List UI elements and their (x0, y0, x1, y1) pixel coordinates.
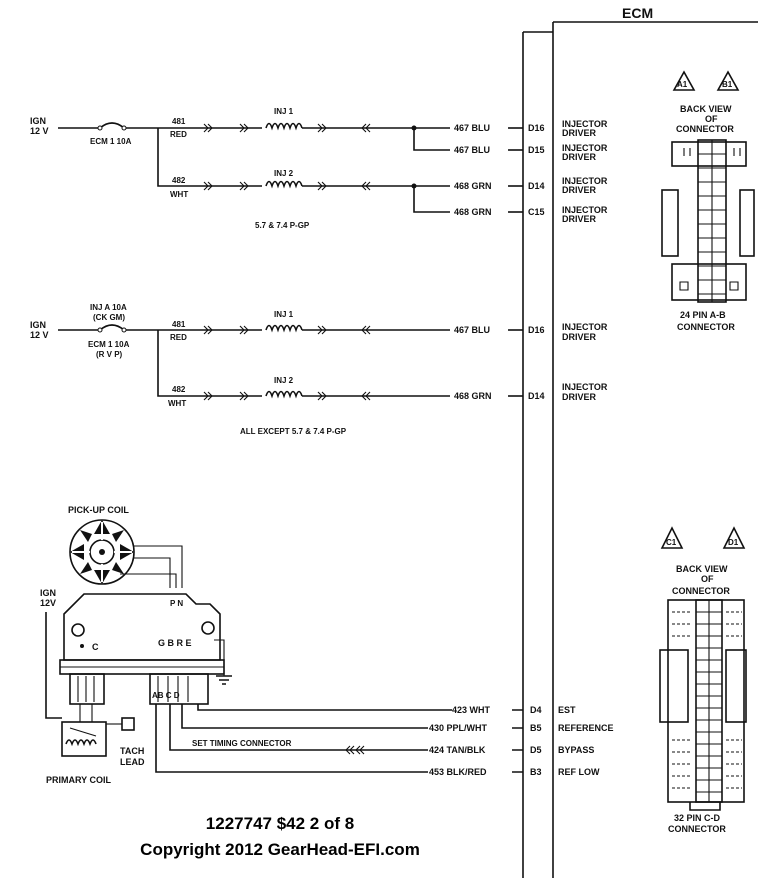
label-circuit2-wire_b: 482 (172, 385, 186, 394)
label-connector_ab-back2: OF (705, 114, 718, 124)
c1-fuse: ECM 1 10A (90, 137, 132, 146)
label-circuit1-inj1: INJ 1 (274, 107, 294, 116)
label-circuit2-fuse_top1: INJ A 10A (90, 303, 127, 312)
label-circuit1-rows-2-label1: INJECTOR (562, 176, 608, 186)
label-ignition-rows-2-wire: 424 TAN/BLK (429, 745, 486, 755)
label-circuit2-rows-0-wire: 467 BLU (454, 325, 490, 335)
label-circuit1-rows-0-wire: 467 BLU (454, 123, 490, 133)
label-ignition-gbre: G B R E (158, 638, 192, 648)
label-circuit1-inj2: INJ 2 (274, 169, 294, 178)
label-circuit1-rows-0-label1: INJECTOR (562, 119, 608, 129)
label-circuit2-fuse_bot1: ECM 1 10A (88, 340, 130, 349)
label-ignition-abcd: AB C D (152, 691, 180, 700)
label-circuit1-rows-2-wire: 468 GRN (454, 181, 492, 191)
ecm-box: ECM (522, 5, 758, 878)
c2-caption: ALL EXCEPT 5.7 & 7.4 P-GP (240, 427, 347, 436)
footer-copyright: Copyright 2012 GearHead-EFI.com (140, 840, 420, 859)
label-connector_cd-name2: CONNECTOR (668, 824, 726, 834)
label-circuit1-rows-2-pin: D14 (528, 181, 545, 191)
label-circuit2-rows-1-label1: INJECTOR (562, 382, 608, 392)
label-ignition-rows-0-wire: 423 WHT (452, 705, 491, 715)
label-circuit1-rows-2-label2: DRIVER (562, 185, 597, 195)
label-circuit2-rows-0-label1: INJECTOR (562, 322, 608, 332)
label-ignition-rows-0-label: EST (558, 705, 576, 715)
label-ignition-c: C (92, 642, 99, 652)
label-circuit1-rows-3-wire: 468 GRN (454, 207, 492, 217)
footer-part-number: 1227747 $42 2 of 8 (205, 814, 355, 833)
connector-cd: C1 D1 BACK VIEW OF CONNECTOR 32 PIN C-D … (659, 526, 747, 834)
label-circuit1-rows-1-label1: INJECTOR (562, 143, 608, 153)
connector-ab: A1 B1 BACK VIEW OF CONNECTOR 24 PIN A-B … (661, 70, 755, 332)
label-connector_cd-back1: BACK VIEW (676, 564, 728, 574)
label-circuit2-rows-0-label2: DRIVER (562, 332, 597, 342)
label-circuit1-rows-3-label2: DRIVER (562, 214, 597, 224)
label-circuit2-rows-1-label2: DRIVER (562, 392, 597, 402)
label-connector_cd-tri_a: C1 (666, 538, 677, 547)
label-circuit2-inj1: INJ 1 (274, 310, 294, 319)
label-ignition-tach1: TACH (120, 746, 144, 756)
label-circuit2-fuse_bot2: (R V P) (96, 350, 123, 359)
label-ignition-rows-0-pin: D4 (530, 705, 542, 715)
c1-caption: 5.7 & 7.4 P-GP (255, 221, 310, 230)
label-ignition-volt: 12V (40, 598, 56, 608)
label-circuit2-wire_a: 481 (172, 320, 186, 329)
label-ignition-rows-1-label: REFERENCE (558, 723, 614, 733)
c1-ign: IGN (30, 116, 46, 126)
label-circuit1-wire_b: 482 (172, 176, 186, 185)
label-connector_cd-back2: OF (701, 574, 714, 584)
c1-volt: 12 V (30, 126, 49, 136)
label-ignition-rows-1-wire: 430 PPL/WHT (429, 723, 488, 733)
label-connector_cd-tri_b: D1 (728, 538, 739, 547)
label-circuit1-wire_a: 481 (172, 117, 186, 126)
label-circuit1-rows-3-pin: C15 (528, 207, 545, 217)
label-circuit2-inj2: INJ 2 (274, 376, 294, 385)
label-ignition-rows-1-pin: B5 (530, 723, 542, 733)
label-circuit1-rows-1-label2: DRIVER (562, 152, 597, 162)
label-circuit2-fuse_top2: (CK GM) (93, 313, 125, 322)
label-circuit2-volt: 12 V (30, 330, 49, 340)
label-ignition-primary: PRIMARY COIL (46, 775, 112, 785)
circuit-1: IGN 12 V ECM 1 10A 481 RED 482 WHT INJ 1… (30, 107, 608, 230)
label-ignition-set_timing: SET TIMING CONNECTOR (192, 739, 292, 748)
label-circuit2-rows-1-wire: 468 GRN (454, 391, 492, 401)
label-circuit2-wire_b_color: WHT (168, 399, 186, 408)
label-circuit1-wire_a_color: RED (170, 130, 187, 139)
label-circuit2-ign: IGN (30, 320, 46, 330)
label-circuit2-rows-1-pin: D14 (528, 391, 545, 401)
label-circuit1-rows-0-label2: DRIVER (562, 128, 597, 138)
ignition-circuit: PICK-UP COIL P N IGN 12V C G B R E AB C … (40, 505, 614, 785)
label-ignition-rows-2-pin: D5 (530, 745, 542, 755)
label-ignition-rows-3-pin: B3 (530, 767, 542, 777)
label-circuit2-rows-0-pin: D16 (528, 325, 545, 335)
label-circuit2-wire_a_color: RED (170, 333, 187, 342)
label-connector_ab-name2: CONNECTOR (677, 322, 735, 332)
label-connector_cd-back3: CONNECTOR (672, 586, 730, 596)
label-ignition-rows-2-label: BYPASS (558, 745, 594, 755)
label-circuit1-rows-1-wire: 467 BLU (454, 145, 490, 155)
circuit-2: IGN 12 V INJ A 10A (CK GM) ECM 1 10A (R … (30, 303, 608, 436)
label-connector_cd-name1: 32 PIN C-D (674, 813, 721, 823)
label-circuit1-wire_b_color: WHT (170, 190, 188, 199)
label-ignition-tach2: LEAD (120, 757, 145, 767)
label-circuit1-rows-3-label1: INJECTOR (562, 205, 608, 215)
ecm-title: ECM (622, 5, 653, 21)
label-ignition-rows-3-label: REF LOW (558, 767, 600, 777)
label-ignition-pickup: PICK-UP COIL (68, 505, 129, 515)
label-connector_ab-back1: BACK VIEW (680, 104, 732, 114)
label-connector_ab-back3: CONNECTOR (676, 124, 734, 134)
label-circuit1-rows-1-pin: D15 (528, 145, 545, 155)
label-ignition-pn: P N (170, 599, 183, 608)
label-connector_ab-name1: 24 PIN A-B (680, 310, 726, 320)
label-ignition-rows-3-wire: 453 BLK/RED (429, 767, 487, 777)
label-ignition-ign: IGN (40, 588, 56, 598)
label-connector_ab-tri_a: A1 (677, 80, 688, 89)
label-circuit1-rows-0-pin: D16 (528, 123, 545, 133)
label-connector_ab-tri_b: B1 (722, 80, 733, 89)
